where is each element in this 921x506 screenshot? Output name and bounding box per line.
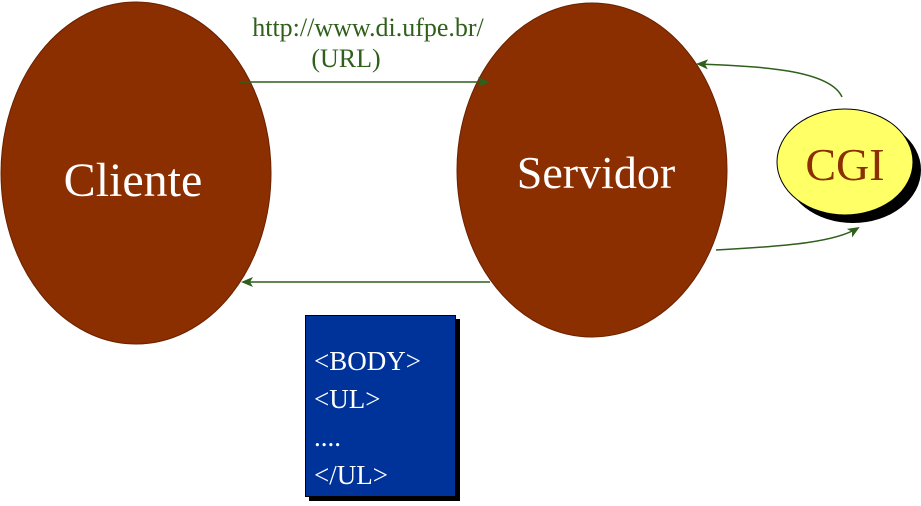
cgi-label: CGI	[805, 139, 884, 190]
request-url-caption: (URL)	[311, 44, 380, 73]
cgi-to-server-arrow	[696, 59, 843, 98]
doc-line-ul-close: </UL>	[314, 460, 388, 490]
doc-line-body-open: <BODY>	[314, 346, 421, 376]
client-node: Cliente	[0, 1, 272, 345]
client-label: Cliente	[64, 154, 203, 207]
cgi-node: CGI	[776, 108, 921, 223]
request-url-label: http://www.di.ufpe.br/	[252, 13, 484, 42]
doc-line-ellipsis: ....	[314, 422, 341, 452]
server-label: Servidor	[517, 147, 675, 198]
doc-line-ul-open: <UL>	[314, 384, 381, 414]
server-node: Servidor	[456, 2, 728, 338]
html-document-box: <BODY> <UL> .... </UL>	[305, 315, 456, 497]
server-to-cgi-arrow	[715, 226, 860, 251]
